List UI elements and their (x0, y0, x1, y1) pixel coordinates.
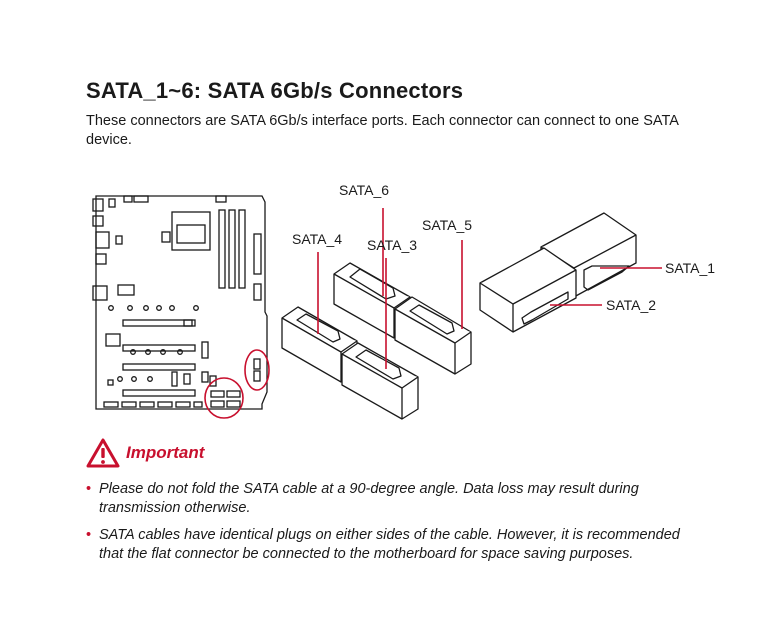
sata-2-label: SATA_2 (606, 297, 656, 313)
important-notice: Important Please do not fold the SATA ca… (86, 438, 706, 572)
sata-3-connector (341, 342, 419, 420)
warning-triangle-icon (86, 438, 120, 468)
important-notes-list: Please do not fold the SATA cable at a 9… (86, 480, 706, 564)
important-note: SATA cables have identical plugs on eith… (86, 526, 684, 564)
sata-1-label: SATA_1 (665, 260, 715, 276)
motherboard-illustration (92, 195, 268, 410)
sata-2-connector (479, 247, 577, 333)
important-title: Important (126, 443, 205, 462)
sata-6-label: SATA_6 (339, 182, 389, 198)
section-intro: These connectors are SATA 6Gb/s interfac… (86, 113, 679, 148)
important-note: Please do not fold the SATA cable at a 9… (86, 480, 684, 518)
sata-5-connector (394, 296, 472, 375)
sata-6-connector (333, 262, 411, 339)
sata-3-label: SATA_3 (367, 237, 417, 253)
sata-5-label: SATA_5 (422, 217, 472, 233)
sata-4-label: SATA_4 (292, 231, 342, 247)
sata-connector-diagram: SATA_6 SATA_5 SATA_4 SATA_3 SATA_1 SATA_… (92, 182, 715, 420)
sata-highlight-bottom (204, 377, 244, 419)
sata-highlight-right (244, 349, 270, 391)
section-title: SATA_1~6: SATA 6Gb/s Connectors (86, 78, 464, 103)
sata-4-connector (281, 306, 358, 383)
